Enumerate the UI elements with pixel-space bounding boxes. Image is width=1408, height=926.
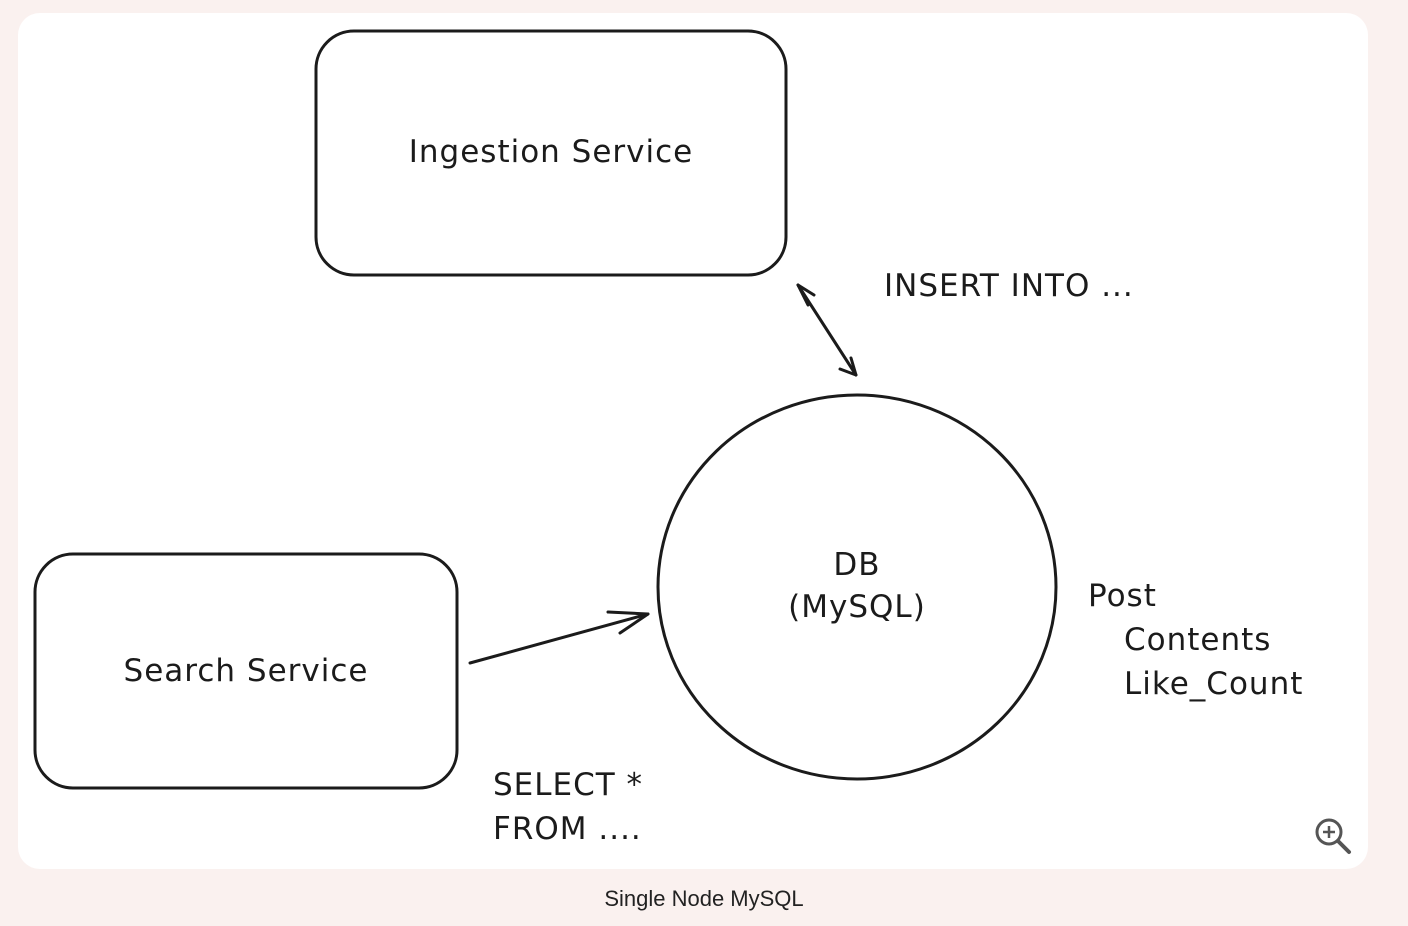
insert-arrow — [796, 283, 858, 377]
schema-column-like-count: Like_Count — [1124, 666, 1303, 702]
architecture-diagram: Ingestion Service Search Service DB (MyS… — [33, 29, 1303, 847]
schema-table-label: Post — [1088, 578, 1157, 614]
search-service-label: Search Service — [124, 653, 369, 689]
select-arrow — [468, 610, 650, 665]
ingestion-service-box — [314, 29, 788, 277]
insert-into-label: INSERT INTO ... — [884, 268, 1134, 304]
ingestion-service-label: Ingestion Service — [409, 134, 694, 170]
schema-column-contents: Contents — [1124, 622, 1271, 658]
db-engine-label: (MySQL) — [788, 589, 926, 625]
diagram-card: Ingestion Service Search Service DB (MyS… — [18, 13, 1368, 869]
select-label: SELECT * — [493, 767, 643, 803]
zoom-in-icon[interactable] — [1312, 815, 1354, 857]
search-service-box — [33, 552, 459, 790]
db-label: DB — [833, 547, 880, 583]
db-circle — [656, 393, 1058, 781]
figure-caption: Single Node MySQL — [604, 886, 804, 911]
from-label: FROM .... — [493, 811, 642, 847]
